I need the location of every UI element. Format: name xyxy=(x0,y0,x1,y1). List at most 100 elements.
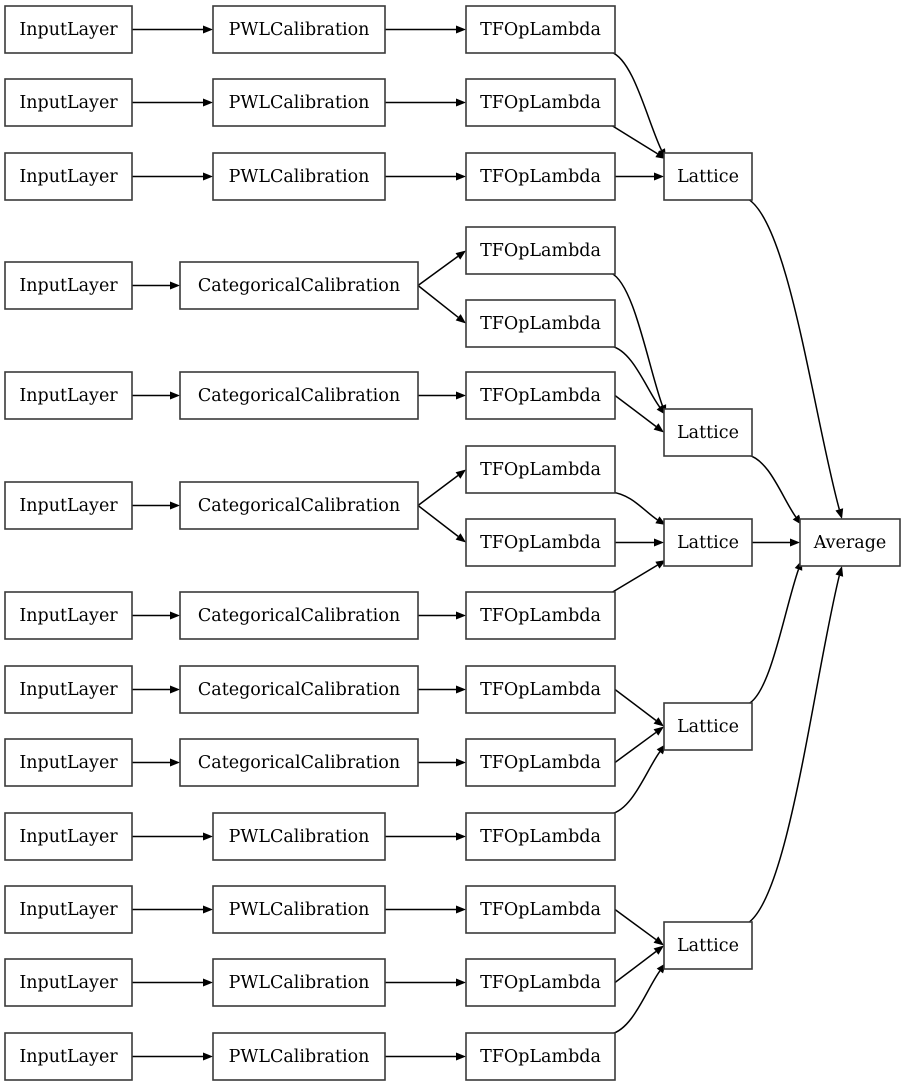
node-box[interactable] xyxy=(663,702,753,751)
node-lattice-lat4[interactable]: Lattice xyxy=(663,702,753,751)
node-tfop-lambda-op1[interactable]: TFOpLambda xyxy=(465,5,616,54)
node-box[interactable] xyxy=(465,958,616,1007)
node-tfop-lambda-op6[interactable]: TFOpLambda xyxy=(465,371,616,420)
node-box[interactable] xyxy=(465,226,616,275)
node-box[interactable] xyxy=(179,261,419,310)
node-categorical-calibration-cal7[interactable]: CategoricalCalibration xyxy=(179,591,419,640)
node-input-layer-in5[interactable]: InputLayer xyxy=(4,371,133,420)
node-box[interactable] xyxy=(465,152,616,201)
node-label: PWLCalibration xyxy=(229,1047,370,1067)
node-tfop-lambda-op14[interactable]: TFOpLambda xyxy=(465,958,616,1007)
node-box[interactable] xyxy=(465,78,616,127)
node-categorical-calibration-cal5[interactable]: CategoricalCalibration xyxy=(179,371,419,420)
arrowhead-icon xyxy=(203,978,213,987)
node-box[interactable] xyxy=(212,958,386,1007)
node-tfop-lambda-op3[interactable]: TFOpLambda xyxy=(465,152,616,201)
node-lattice-lat5[interactable]: Lattice xyxy=(663,921,753,970)
node-categorical-calibration-cal4[interactable]: CategoricalCalibration xyxy=(179,261,419,310)
edge-tfop-lambda-to-lattice xyxy=(614,394,664,433)
node-tfop-lambda-op11[interactable]: TFOpLambda xyxy=(465,738,616,787)
node-box[interactable] xyxy=(663,152,753,201)
node-box[interactable] xyxy=(179,738,419,787)
node-average-avg[interactable]: Average xyxy=(799,518,901,567)
node-box[interactable] xyxy=(212,812,386,861)
edge-categorical-calibration-to-tfop-lambda xyxy=(417,250,466,287)
node-box[interactable] xyxy=(465,518,616,567)
node-box[interactable] xyxy=(212,885,386,934)
node-input-layer-in9[interactable]: InputLayer xyxy=(4,738,133,787)
node-pwlcalibration-cal13[interactable]: PWLCalibration xyxy=(212,1032,386,1081)
node-box[interactable] xyxy=(799,518,901,567)
node-box[interactable] xyxy=(212,1032,386,1081)
node-categorical-calibration-cal6[interactable]: CategoricalCalibration xyxy=(179,481,419,530)
node-box[interactable] xyxy=(179,371,419,420)
node-input-layer-in8[interactable]: InputLayer xyxy=(4,665,133,714)
node-lattice-lat2[interactable]: Lattice xyxy=(663,408,753,457)
node-input-layer-in10[interactable]: InputLayer xyxy=(4,812,133,861)
node-box[interactable] xyxy=(4,812,133,861)
node-input-layer-in7[interactable]: InputLayer xyxy=(4,591,133,640)
node-box[interactable] xyxy=(4,958,133,1007)
node-box[interactable] xyxy=(465,591,616,640)
node-input-layer-in3[interactable]: InputLayer xyxy=(4,152,133,201)
node-box[interactable] xyxy=(465,5,616,54)
node-box[interactable] xyxy=(212,5,386,54)
node-box[interactable] xyxy=(179,591,419,640)
node-pwlcalibration-cal10[interactable]: PWLCalibration xyxy=(212,812,386,861)
node-categorical-calibration-cal8[interactable]: CategoricalCalibration xyxy=(179,665,419,714)
node-input-layer-in4[interactable]: InputLayer xyxy=(4,261,133,310)
node-box[interactable] xyxy=(465,885,616,934)
node-box[interactable] xyxy=(4,5,133,54)
node-box[interactable] xyxy=(465,665,616,714)
node-box[interactable] xyxy=(465,812,616,861)
node-pwlcalibration-cal11[interactable]: PWLCalibration xyxy=(212,885,386,934)
node-box[interactable] xyxy=(465,299,616,348)
node-box[interactable] xyxy=(4,152,133,201)
node-tfop-lambda-op15[interactable]: TFOpLambda xyxy=(465,1032,616,1081)
edge-input-layer-to-categorical-calibration xyxy=(132,685,180,694)
node-pwlcalibration-cal12[interactable]: PWLCalibration xyxy=(212,958,386,1007)
node-box[interactable] xyxy=(663,518,753,567)
node-box[interactable] xyxy=(465,445,616,494)
node-input-layer-in12[interactable]: InputLayer xyxy=(4,958,133,1007)
node-pwlcalibration-cal3[interactable]: PWLCalibration xyxy=(212,152,386,201)
node-lattice-lat3[interactable]: Lattice xyxy=(663,518,753,567)
node-lattice-lat1[interactable]: Lattice xyxy=(663,152,753,201)
node-tfop-lambda-op2[interactable]: TFOpLambda xyxy=(465,78,616,127)
node-tfop-lambda-op4[interactable]: TFOpLambda xyxy=(465,226,616,275)
node-box[interactable] xyxy=(4,885,133,934)
node-box[interactable] xyxy=(179,665,419,714)
node-tfop-lambda-op7[interactable]: TFOpLambda xyxy=(465,445,616,494)
node-tfop-lambda-op10[interactable]: TFOpLambda xyxy=(465,665,616,714)
node-input-layer-in13[interactable]: InputLayer xyxy=(4,1032,133,1081)
node-box[interactable] xyxy=(663,921,753,970)
node-box[interactable] xyxy=(4,738,133,787)
node-box[interactable] xyxy=(4,591,133,640)
node-box[interactable] xyxy=(465,738,616,787)
node-box[interactable] xyxy=(465,371,616,420)
node-tfop-lambda-op13[interactable]: TFOpLambda xyxy=(465,885,616,934)
node-box[interactable] xyxy=(212,152,386,201)
node-tfop-lambda-op9[interactable]: TFOpLambda xyxy=(465,591,616,640)
node-input-layer-in2[interactable]: InputLayer xyxy=(4,78,133,127)
node-pwlcalibration-cal1[interactable]: PWLCalibration xyxy=(212,5,386,54)
node-box[interactable] xyxy=(465,1032,616,1081)
node-pwlcalibration-cal2[interactable]: PWLCalibration xyxy=(212,78,386,127)
node-box[interactable] xyxy=(4,481,133,530)
node-box[interactable] xyxy=(4,78,133,127)
edge-input-layer-to-pwlcalibration xyxy=(132,1052,213,1061)
node-input-layer-in1[interactable]: InputLayer xyxy=(4,5,133,54)
node-tfop-lambda-op12[interactable]: TFOpLambda xyxy=(465,812,616,861)
node-input-layer-in11[interactable]: InputLayer xyxy=(4,885,133,934)
node-tfop-lambda-op5[interactable]: TFOpLambda xyxy=(465,299,616,348)
node-box[interactable] xyxy=(4,371,133,420)
node-box[interactable] xyxy=(212,78,386,127)
node-box[interactable] xyxy=(179,481,419,530)
node-box[interactable] xyxy=(4,1032,133,1081)
node-input-layer-in6[interactable]: InputLayer xyxy=(4,481,133,530)
node-box[interactable] xyxy=(663,408,753,457)
node-tfop-lambda-op8[interactable]: TFOpLambda xyxy=(465,518,616,567)
node-box[interactable] xyxy=(4,665,133,714)
node-box[interactable] xyxy=(4,261,133,310)
node-categorical-calibration-cal9[interactable]: CategoricalCalibration xyxy=(179,738,419,787)
